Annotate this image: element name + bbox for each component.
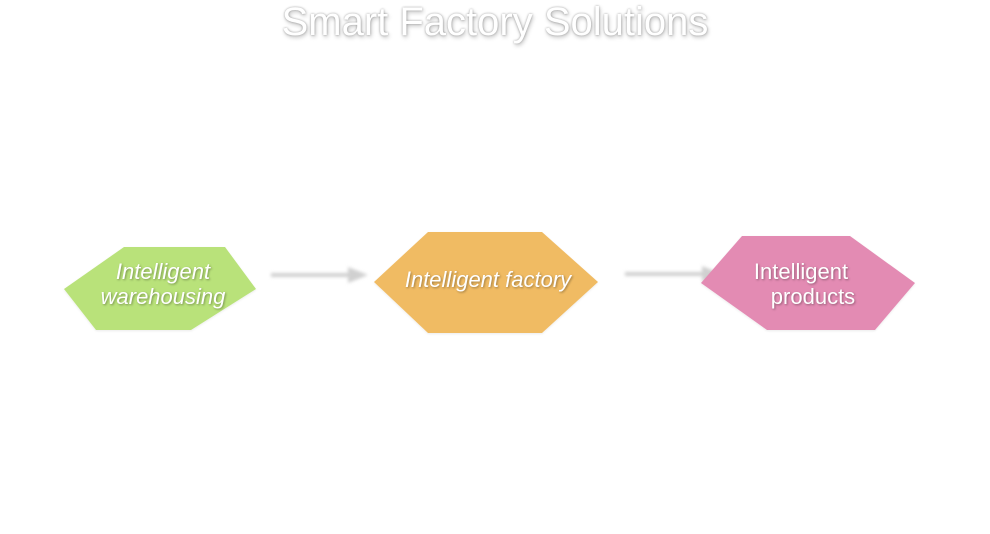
- arrow-warehousing-to-factory: [271, 267, 368, 283]
- node-intelligent-products: [701, 236, 915, 330]
- page-title: Smart Factory Solutions: [281, 0, 709, 44]
- node-intelligent-warehousing: [64, 247, 256, 330]
- node-label-line2: warehousing: [100, 284, 226, 309]
- node-label-factory: Intelligent factory: [388, 267, 588, 292]
- node-label-line1: Intelligent: [753, 259, 849, 284]
- node-intelligent-factory: [374, 232, 598, 333]
- node-label-line2: products: [770, 284, 856, 309]
- node-label-products: Intelligent products: [728, 259, 888, 309]
- node-label-line1: Intelligent: [115, 259, 211, 284]
- node-label-line1: Intelligent factory: [404, 267, 572, 292]
- node-label-warehousing: Intelligent warehousing: [78, 259, 248, 309]
